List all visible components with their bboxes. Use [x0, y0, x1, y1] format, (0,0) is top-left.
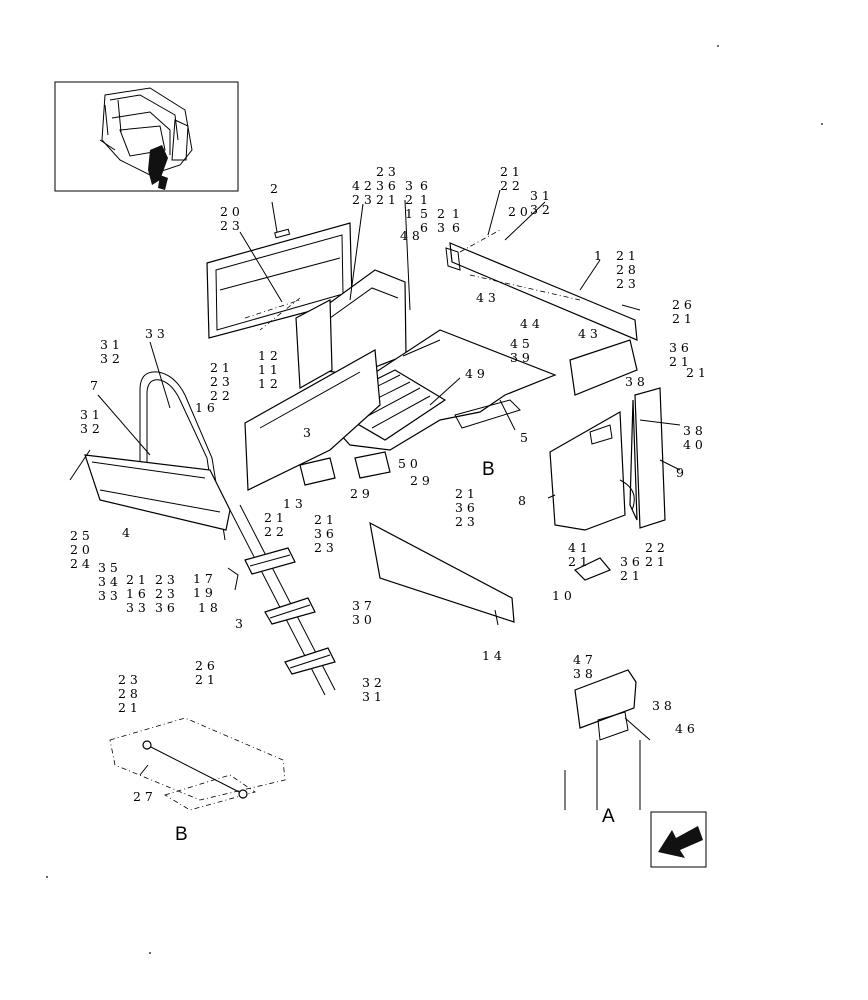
leader-lines — [69, 189, 681, 776]
callout: 2 9 — [350, 486, 370, 501]
side-panel-4 — [295, 269, 407, 389]
callout: 2 9 — [410, 473, 430, 488]
callout: 7 — [90, 378, 98, 393]
dot-mark — [149, 952, 151, 954]
callout: 5 — [520, 430, 528, 445]
detail-a — [564, 669, 641, 810]
inset-thumbnail — [54, 81, 239, 192]
callout: 2 — [270, 181, 278, 196]
callout: 8 — [518, 493, 526, 508]
callout: 4 9 — [465, 366, 485, 381]
callout: 2 1 — [686, 365, 706, 380]
callout: 4 3 — [476, 290, 496, 305]
dot-mark — [717, 45, 719, 47]
callout: 1 4 — [482, 648, 502, 663]
callout: 3 — [235, 616, 243, 631]
callout: 4 — [122, 525, 130, 540]
callout: 5 0 — [398, 456, 418, 471]
callout: 4 3 — [578, 326, 598, 341]
callout: 9 — [676, 465, 684, 480]
dot-mark — [46, 876, 48, 878]
panel-14 — [369, 521, 515, 623]
panel-13 — [244, 349, 381, 491]
detail-b — [109, 717, 286, 811]
panel-9 — [629, 387, 666, 529]
callout: 1 0 — [552, 588, 572, 603]
callout: 3 3 — [145, 326, 165, 341]
brackets-29 — [299, 451, 391, 486]
callout: 3 8 — [652, 698, 672, 713]
view-label-b-detail: B — [175, 824, 188, 845]
callout: 1 3 — [283, 496, 303, 511]
handrail-ladder — [84, 371, 336, 696]
panel-8 — [549, 410, 635, 531]
callout: 2 7 — [133, 789, 153, 804]
callout: 4 4 — [520, 316, 540, 331]
dot-mark — [821, 123, 823, 125]
bracket-10 — [573, 557, 611, 581]
callout: 4 8 — [400, 228, 420, 243]
callout: 3 8 — [625, 374, 645, 389]
callout: 4 6 — [675, 721, 695, 736]
callout: 1 6 — [195, 400, 215, 415]
view-label-b-main: B — [482, 459, 495, 480]
upper-rail-1 — [445, 229, 638, 396]
callout: 3 — [303, 425, 311, 440]
callout: 1 8 — [198, 600, 218, 615]
callout: 1 — [594, 248, 602, 263]
callout: 2 0 — [508, 204, 528, 219]
direction-arrow-icon — [650, 811, 707, 868]
view-label-a-detail: A — [602, 806, 615, 827]
